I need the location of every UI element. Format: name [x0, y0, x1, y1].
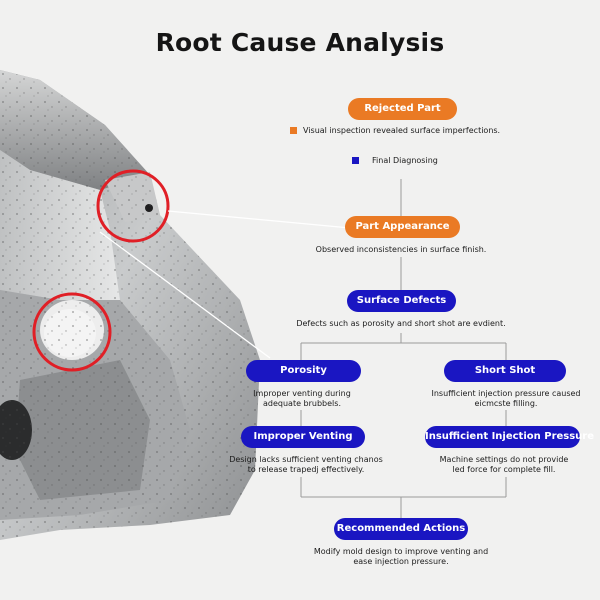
defect-highlight-circle-hole — [32, 292, 112, 372]
node-recommended-actions-desc: Modify mold design to improve venting an… — [313, 547, 489, 566]
node-surface-defects-desc: Defects such as porosity and short shot … — [296, 319, 506, 328]
node-short-shot: Short Shot — [444, 360, 566, 382]
legend-label-orange: Visual inspection revealed surface imper… — [303, 126, 501, 135]
node-part-appearance-desc: Observed inconsistencies in surface fini… — [315, 245, 487, 254]
legend-swatch-orange — [290, 127, 297, 134]
defect-highlight-circle-top — [96, 169, 170, 243]
node-rejected-part: Rejected Part — [348, 98, 457, 120]
node-part-appearance: Part Appearance — [345, 216, 460, 238]
node-insufficient-injection-pressure: Insufficient Injection Pressure — [425, 426, 594, 448]
node-short-shot-desc: Insufficient injection pressure caused e… — [431, 389, 581, 408]
legend-swatch-blue — [352, 157, 359, 164]
node-insufficient-injection-pressure-desc: Machine settings do not provide led forc… — [439, 455, 569, 474]
legend-label-blue: Final Diagnosing — [372, 156, 438, 165]
node-improper-venting-desc: Design lacks sufficient venting chanos t… — [229, 455, 383, 474]
node-improper-venting: Improper Venting — [241, 426, 365, 448]
page-title: Root Cause Analysis — [155, 28, 445, 57]
node-porosity: Porosity — [246, 360, 361, 382]
node-surface-defects: Surface Defects — [347, 290, 456, 312]
node-recommended-actions: Recommended Actions — [334, 518, 468, 540]
node-porosity-desc: Improper venting during adequate brubbel… — [253, 389, 351, 408]
